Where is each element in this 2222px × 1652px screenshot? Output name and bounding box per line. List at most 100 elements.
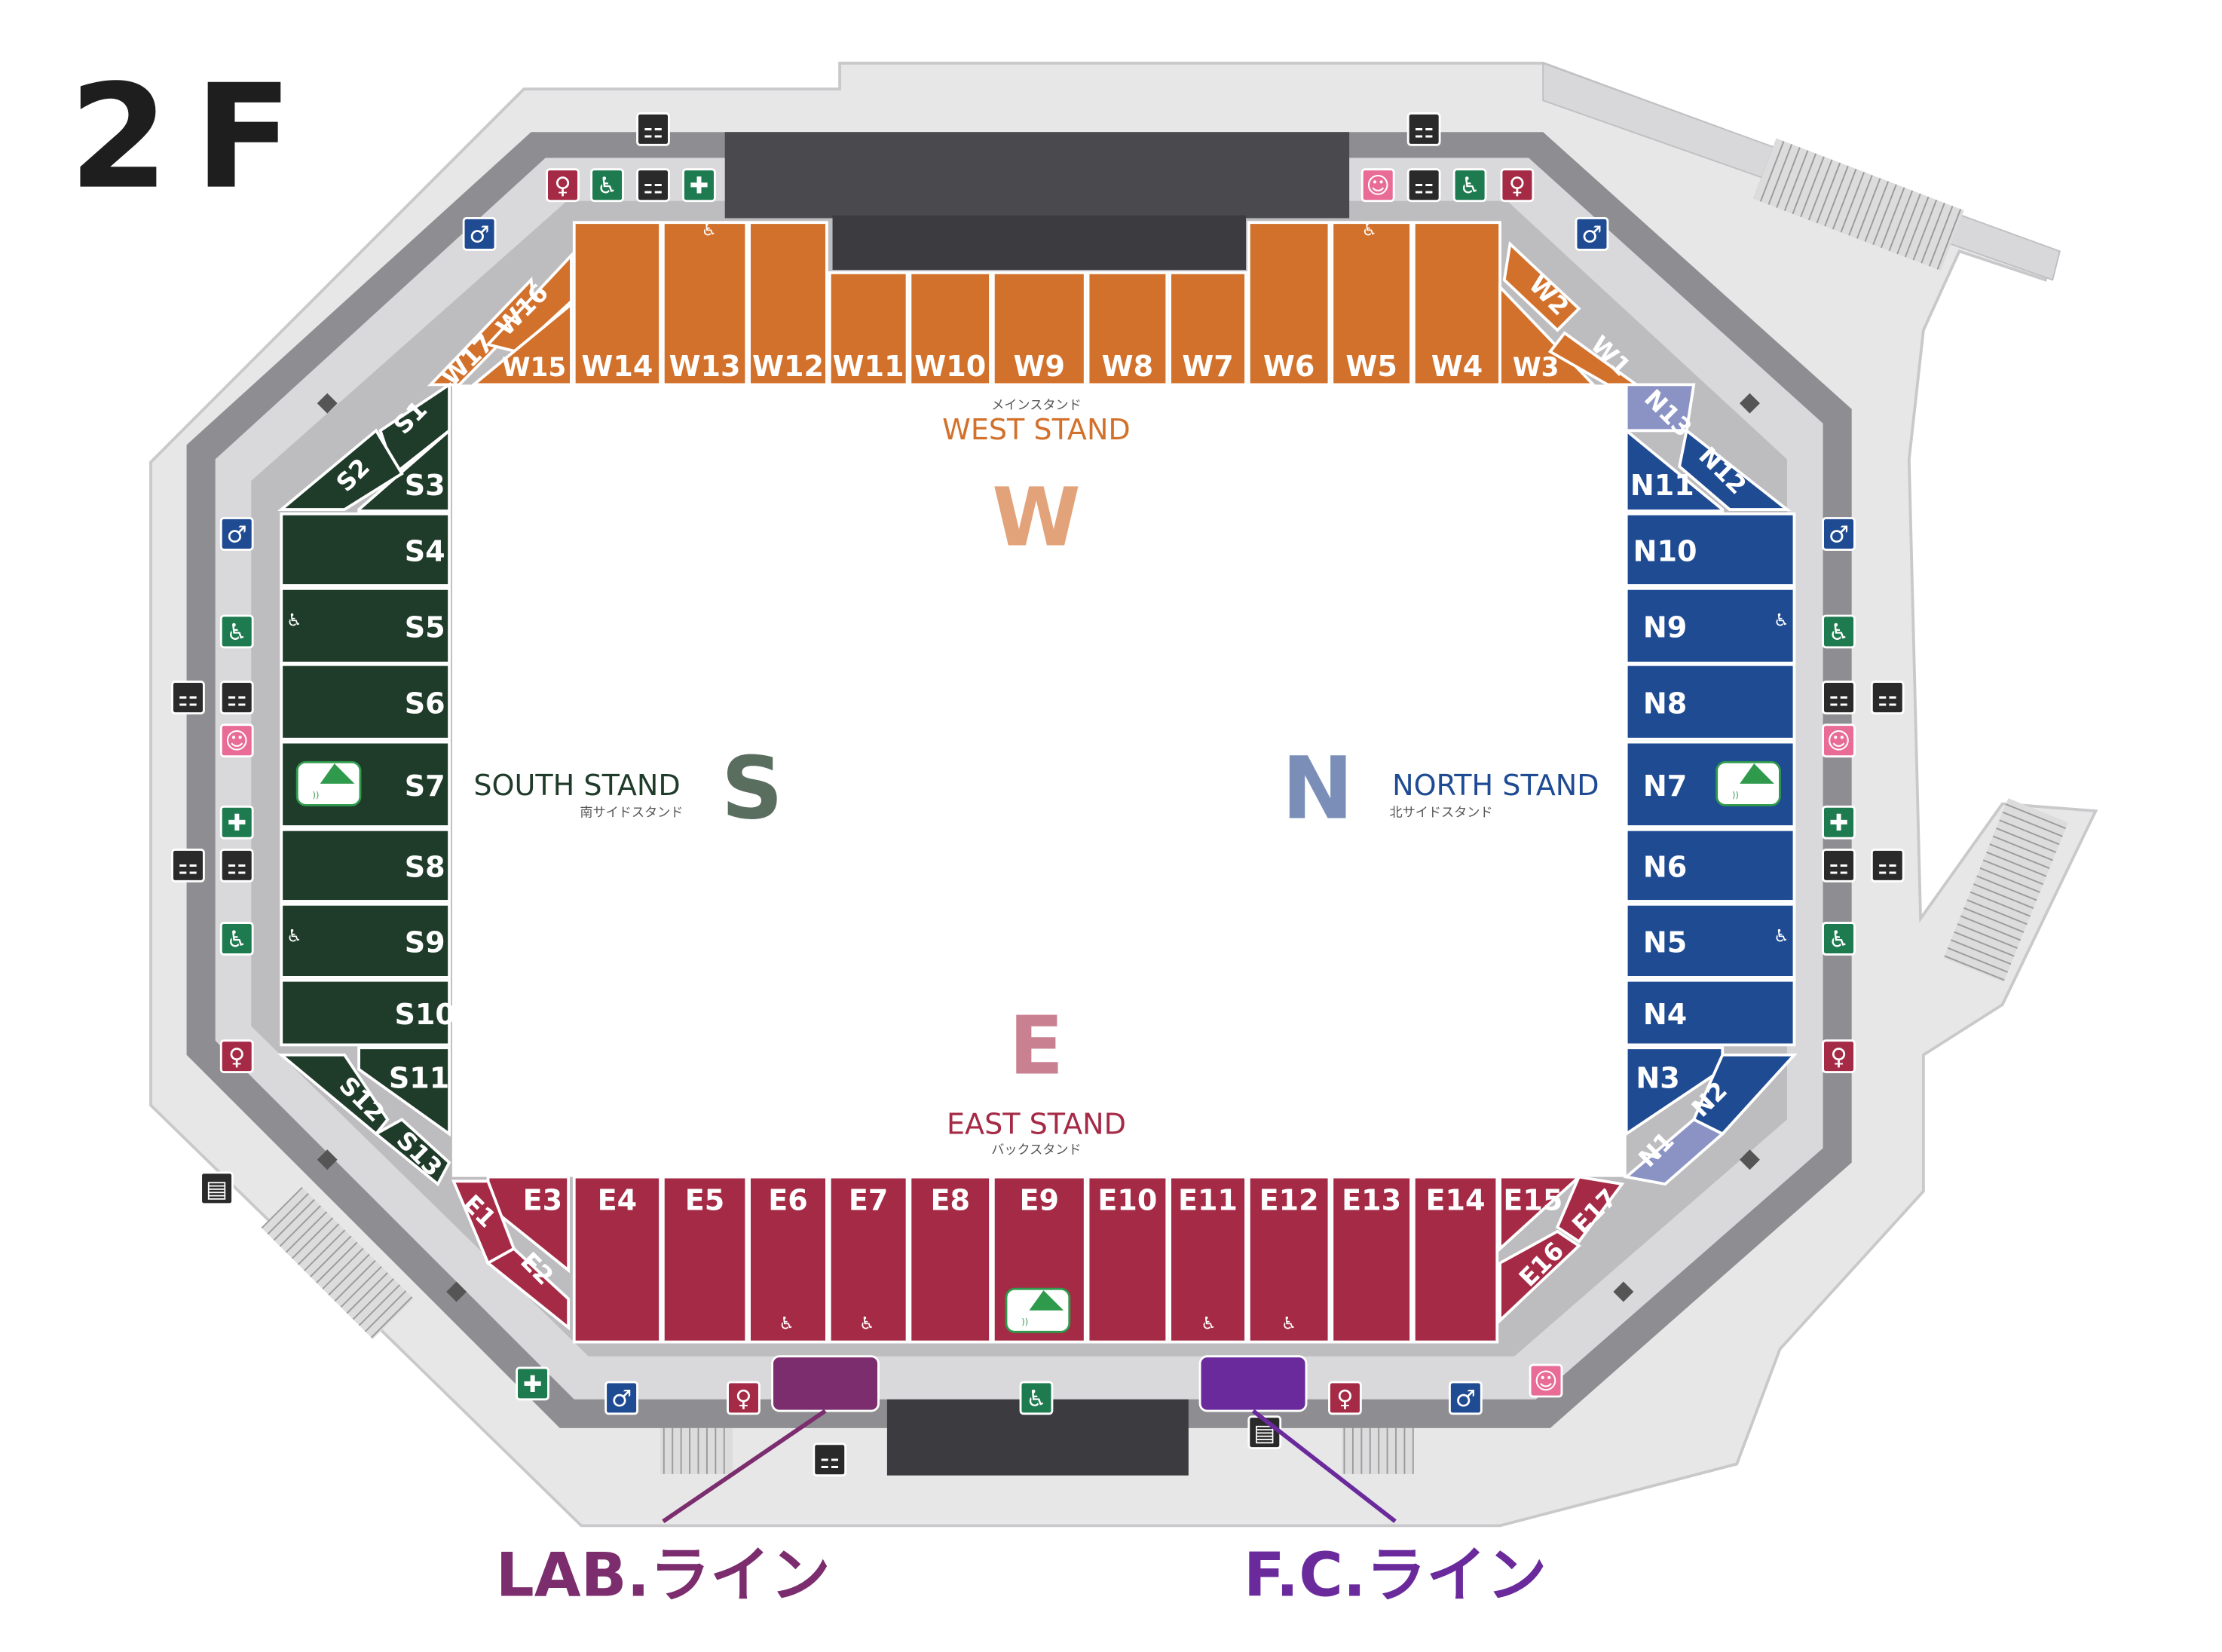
section-e7[interactable]: E7 [828,1175,909,1344]
section-label: W15 [502,353,566,383]
south-stand-title: SOUTH STAND [473,769,680,802]
first-aid-icon: ✚ [219,805,254,840]
svg-text:☺: ☺ [225,729,249,755]
svg-text:♀: ♀ [735,1386,751,1412]
section-label: S10 [394,998,454,1031]
wheelchair-icon: ♿ [590,168,624,203]
section-e6[interactable]: E6 [748,1175,828,1344]
food-shop-icon: ⚏ [1822,681,1856,714]
section-w14[interactable]: W14 [572,221,662,387]
section-label: N8 [1643,687,1687,720]
man-toilet-icon: ♂ [219,517,254,551]
svg-text:)): )) [313,790,320,800]
section-e16[interactable]: E16 [1498,1229,1581,1324]
section-label: N4 [1643,998,1687,1031]
woman-toilet-icon: ♀ [1500,168,1535,203]
section-w4[interactable]: W4 [1412,221,1501,387]
north-stand-letter: N [1281,739,1354,839]
section-s13[interactable]: S13 [373,1118,451,1187]
wheelchair-seat-icon: ♿ [779,1314,794,1333]
south-stand-jp: 南サイドスタンド [580,806,683,821]
hearing-loop-icon: )) [1005,1287,1071,1333]
section-s8[interactable]: S8 [280,828,451,903]
section-n10[interactable]: N10 [1624,512,1796,587]
section-e12[interactable]: E12 [1247,1175,1331,1344]
section-w7[interactable]: W7 [1168,271,1247,387]
section-label: S4 [405,535,445,568]
section-n8[interactable]: N8 [1624,662,1796,741]
stairs-bottom-a [660,1427,733,1474]
section-s3[interactable]: S3 [357,427,451,512]
section-n11[interactable]: N11 [1624,427,1725,512]
lab-line-box[interactable] [771,1355,880,1412]
section-label: N3 [1636,1062,1679,1095]
section-e5[interactable]: E5 [661,1175,748,1344]
section-w12[interactable]: W12 [748,221,828,387]
section-n4[interactable]: N4 [1624,978,1796,1047]
food-shop-icon: ⚏ [219,848,254,883]
fc-line-box[interactable] [1198,1355,1308,1412]
section-w11[interactable]: W11 [828,271,909,387]
section-s4[interactable]: S4 [280,512,451,587]
section-e15[interactable]: E15 [1498,1175,1583,1253]
south-stand-letter: S [721,739,783,839]
food-shop-icon: ⚏ [1406,112,1441,146]
section-e8[interactable]: E8 [908,1175,992,1344]
food-shop-icon: ⚏ [219,681,254,714]
section-w2[interactable]: W2 [1502,240,1581,332]
section-e10[interactable]: E10 [1086,1175,1169,1344]
man-toilet-icon: ♂ [1575,217,1609,251]
section-e3[interactable]: E3 [486,1175,571,1274]
section-w13[interactable]: W13 [661,221,748,387]
press-block [724,132,1350,219]
section-w15[interactable]: W15 [470,301,573,387]
section-w5[interactable]: W5 [1330,221,1412,387]
section-s9[interactable]: S9 [280,902,451,979]
wheelchair-seat-icon: ♿ [1362,220,1377,240]
woman-toilet-icon: ♀ [546,168,580,203]
section-e2[interactable]: E2 [485,1247,571,1331]
svg-text:⚏: ⚏ [1878,853,1898,880]
svg-text:♿: ♿ [227,926,247,953]
concourse-marker [1613,1281,1634,1302]
woman-toilet-icon: ♀ [727,1381,761,1415]
hearing-loop-icon: )) [295,760,362,806]
concourse-marker [1739,1149,1760,1170]
food-shop-icon: ⚏ [171,681,205,714]
section-e11[interactable]: E11 [1168,1175,1247,1344]
section-n6[interactable]: N6 [1624,828,1796,903]
section-s1[interactable]: S1 [378,381,451,476]
first-aid-icon: ✚ [1822,805,1856,840]
east-stand-title: EAST STAND [947,1107,1126,1140]
section-label: E15 [1503,1183,1562,1216]
svg-text:✚: ✚ [690,173,709,200]
section-s5[interactable]: S5 [280,586,451,665]
section-e4[interactable]: E4 [572,1175,662,1344]
section-label: N11 [1630,469,1694,502]
section-s11[interactable]: S11 [357,1046,451,1137]
section-w6[interactable]: W6 [1247,221,1331,387]
first-aid-icon: ✚ [516,1366,549,1401]
section-s10[interactable]: S10 [280,978,455,1047]
section-e13[interactable]: E13 [1330,1175,1412,1344]
section-e14[interactable]: E14 [1412,1175,1499,1344]
section-w10[interactable]: W10 [908,271,992,387]
section-label: E11 [1178,1183,1238,1216]
man-toilet-icon: ♂ [462,217,497,251]
stairs-right [1943,798,2068,983]
section-n2[interactable]: N2 [1686,1053,1798,1136]
section-s6[interactable]: S6 [280,662,451,741]
fc-line-leader [1251,1409,1397,1523]
section-n9[interactable]: N9 [1624,586,1796,665]
food-shop-icon: ⚏ [636,112,670,146]
svg-text:♀: ♀ [554,173,571,200]
wheelchair-icon: ♿ [1822,922,1856,956]
wheelchair-icon: ♿ [1019,1381,1054,1415]
section-w8[interactable]: W8 [1086,271,1169,387]
section-n7[interactable]: N7 [1624,740,1796,828]
section-label: W11 [833,350,904,383]
wheelchair-seat-icon: ♿ [859,1314,874,1333]
section-n5[interactable]: N5 [1624,902,1796,979]
section-w9[interactable]: W9 [991,271,1087,387]
